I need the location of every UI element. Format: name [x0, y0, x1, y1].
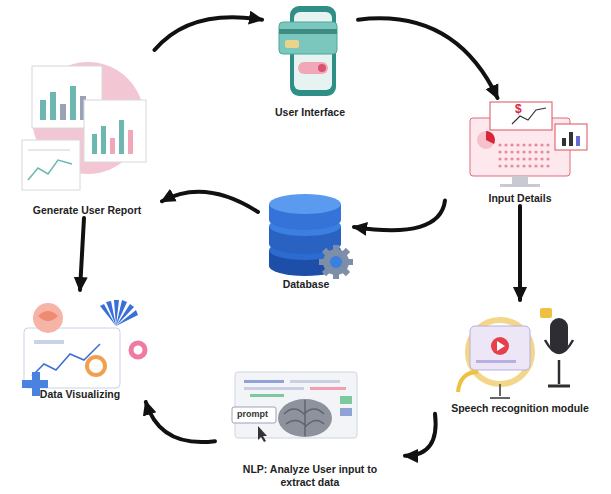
process-node: User Interface [262, 2, 358, 120]
node-label: Database [283, 278, 330, 292]
process-node: Database [258, 192, 354, 292]
node-label: Generate User Report [33, 204, 142, 218]
flow-arrow [358, 18, 498, 98]
monitor-illustration [470, 102, 587, 187]
flow-arrow [155, 17, 263, 50]
flow-arrow [162, 192, 258, 212]
node-label: Input Details [488, 192, 551, 206]
report-illustration [22, 62, 146, 190]
node-label: Data Visualizing [40, 388, 120, 402]
flow-arrow [518, 206, 522, 300]
icon-label: $ [515, 103, 522, 116]
flow-arrow [405, 414, 436, 456]
node-label: User Interface [275, 106, 345, 120]
flow-arrow [146, 402, 215, 442]
node-label: Speech recognition module [451, 402, 589, 416]
icon-label: prompt [237, 410, 268, 420]
process-node: Data Visualizing [10, 290, 150, 402]
process-node: Speech recognition module [435, 300, 605, 416]
phone-illustration [279, 6, 337, 96]
dashboard-illustration [22, 300, 145, 396]
database-illustration [269, 194, 353, 279]
nlp-illustration [232, 372, 357, 442]
flow-arrow [80, 218, 84, 290]
flow-arrow [354, 201, 445, 231]
process-node: Generate User Report [12, 50, 162, 218]
speech-illustration [458, 308, 573, 398]
node-label: NLP: Analyze User input to extract data [240, 463, 380, 490]
process-node: NLP: Analyze User input to extract data [215, 368, 405, 490]
